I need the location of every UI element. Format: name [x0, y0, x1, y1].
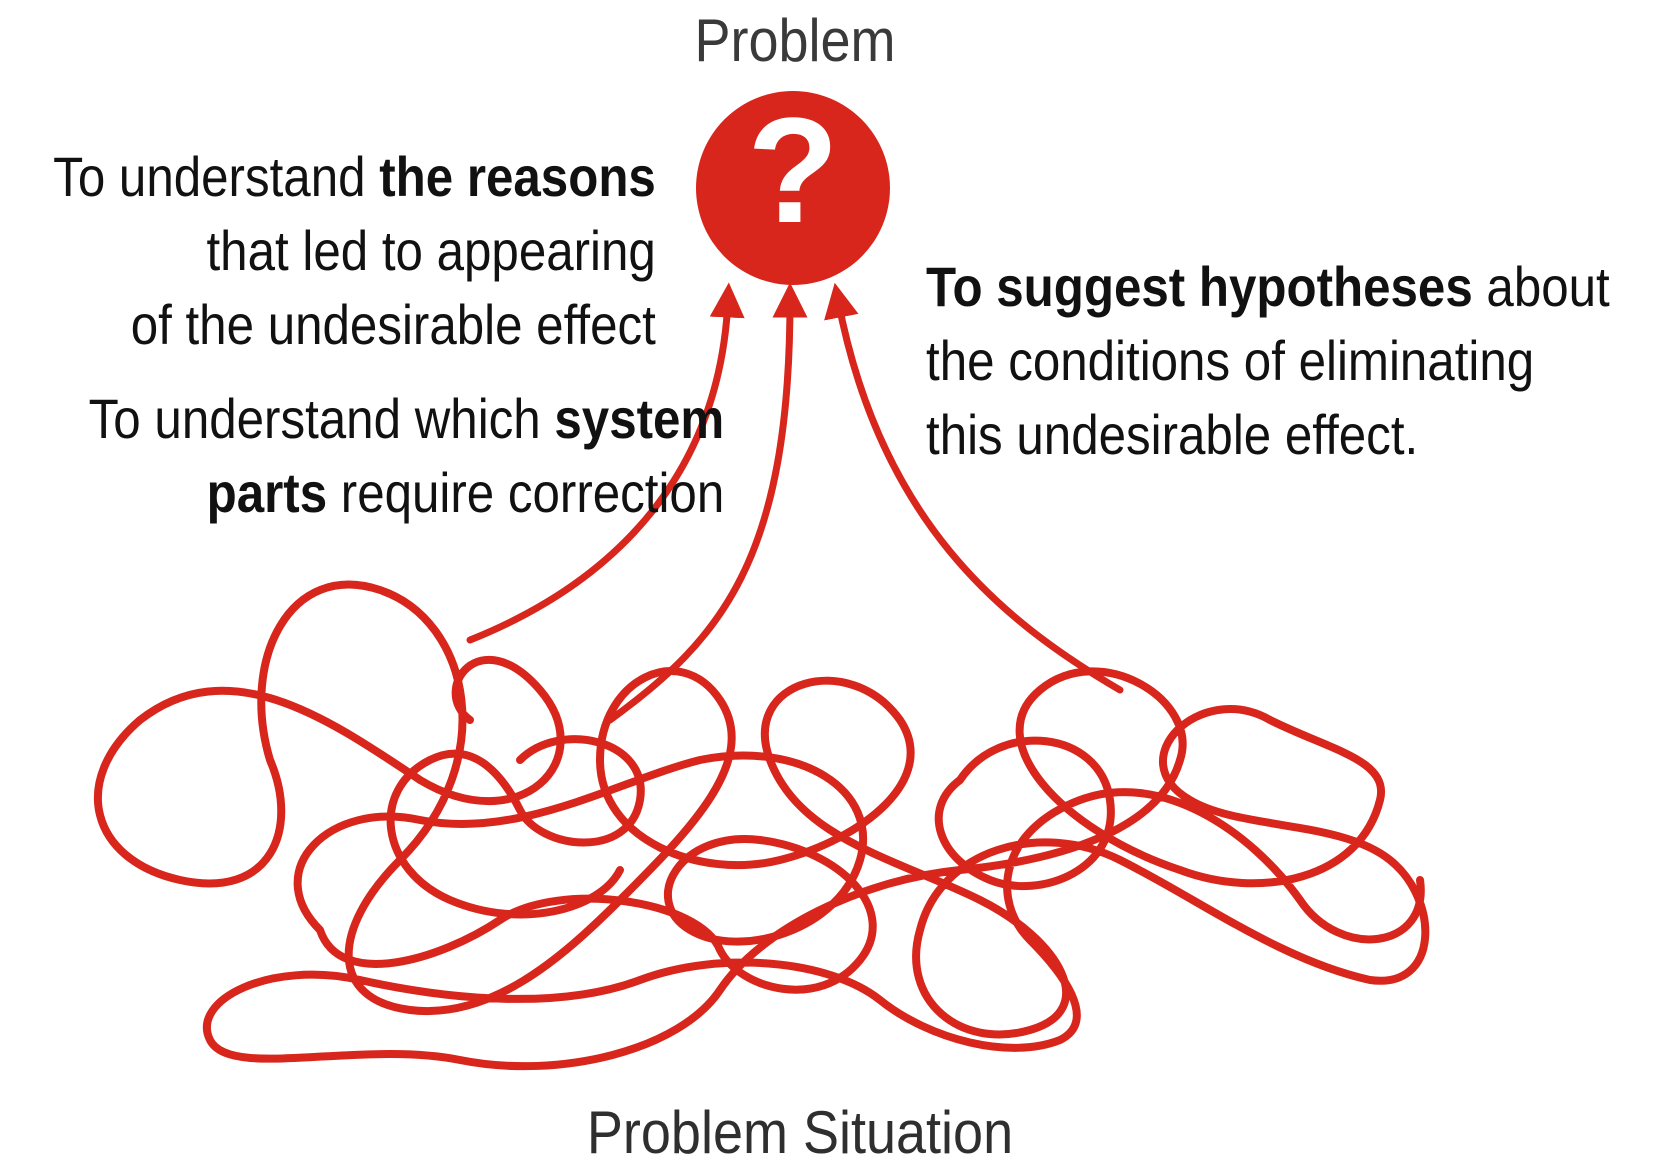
- goal-line: To suggest hypotheses about: [926, 250, 1610, 324]
- goal-system-parts: To understand which system parts require…: [88, 382, 724, 530]
- goal-line: parts require correction: [88, 456, 724, 530]
- goal-line: this undesirable effect.: [926, 398, 1610, 472]
- goal-line: of the undesirable effect: [53, 288, 656, 362]
- question-mark-circle-icon: ?: [696, 86, 890, 285]
- problem-situation-title: Problem Situation: [80, 1098, 1520, 1162]
- tangled-line-icon: [98, 585, 1425, 1067]
- goal-understand-reasons: To understand the reasons that led to ap…: [53, 140, 656, 362]
- problem-title: Problem: [80, 6, 1511, 76]
- goal-line: the conditions of eliminating: [926, 324, 1610, 398]
- goal-suggest-hypotheses: To suggest hypotheses about the conditio…: [926, 250, 1610, 472]
- goal-line: To understand which system: [88, 382, 724, 456]
- goal-line: that led to appearing: [53, 214, 656, 288]
- goal-line: To understand the reasons: [53, 140, 656, 214]
- question-mark: ?: [747, 86, 839, 254]
